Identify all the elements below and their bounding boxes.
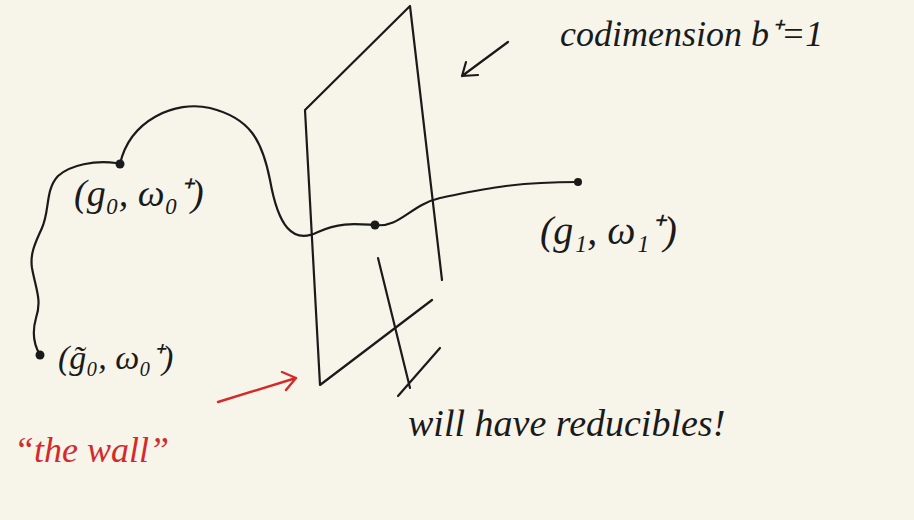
leader-line xyxy=(378,258,440,396)
point-dot xyxy=(36,351,45,360)
pointer-arrow xyxy=(462,42,508,76)
point-dot xyxy=(371,221,380,230)
wall-plane xyxy=(305,6,442,385)
note-text: will have reducibles! xyxy=(408,402,725,446)
red-arrow xyxy=(218,372,296,402)
point-label: (g̃₀, ω₀⁺) xyxy=(58,338,173,377)
point-label: (g₁, ω₁⁺) xyxy=(540,208,677,254)
point-dot xyxy=(116,160,125,169)
point-dot xyxy=(574,178,582,186)
point-label: (g₀, ω₀⁺) xyxy=(74,172,204,216)
wall-label: “the wall” xyxy=(14,430,169,471)
wall-annotation: codimension b⁺=1 xyxy=(560,14,823,55)
path-curve xyxy=(120,106,578,236)
